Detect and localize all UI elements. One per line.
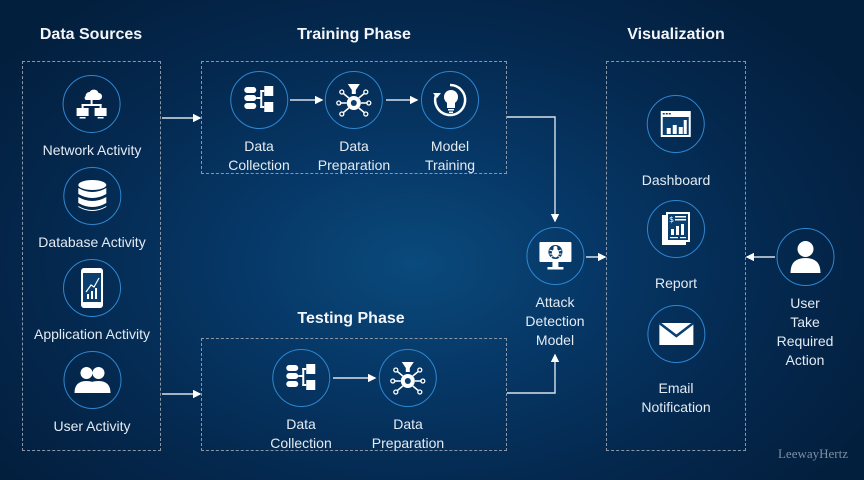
database-icon [62,167,121,225]
node-dashboard: Dashboard [641,95,711,190]
report-icon: $ [647,200,705,258]
mobile-chart-icon [62,259,121,317]
training-data-preparation-label: Data Preparation [317,138,391,173]
training-data-collection-label: Data Collection [228,138,290,173]
data-preparation-icon [324,71,383,129]
node-application-activity: Application Activity [34,259,150,344]
node-attack-detection-model: Attack Detection Model [525,227,585,350]
node-testing-data-collection: Data Collection [270,349,332,453]
application-activity-label: Application Activity [34,326,150,342]
arrow-training-to-model [507,116,560,223]
users-icon [62,351,121,409]
node-training-data-collection: Data Collection [228,71,290,175]
node-training-data-preparation: Data Preparation [318,71,390,175]
network-activity-label: Network Activity [42,142,142,158]
data-sources-box [22,61,161,451]
network-cloud-icon [63,75,121,133]
model-training-label: Model Training [424,138,476,173]
dashboard-chart-icon [647,95,705,153]
node-user-activity: User Activity [53,351,131,436]
testing-data-preparation-label: Data Preparation [371,416,445,451]
watermark: LeewayHertz [777,446,848,461]
lightbulb-cycle-icon [421,71,479,129]
dashboard-label: Dashboard [641,172,711,188]
node-email-notification: Email Notification [641,305,711,417]
svg-text:$: $ [669,215,674,224]
visualization-title: Visualization [627,26,725,43]
testing-phase-box [201,338,507,451]
testing-phase-title: Testing Phase [297,310,405,327]
envelope-icon [646,305,705,363]
arrow-testing-to-model [507,353,560,394]
node-network-activity: Network Activity [42,75,142,160]
user-activity-label: User Activity [53,418,131,434]
training-phase-title: Training Phase [297,26,411,43]
email-notification-label: Email Notification [641,380,711,415]
training-phase-box [201,61,507,174]
node-database-activity: Database Activity [38,167,146,252]
data-collection-icon [271,349,330,407]
visualization-box [606,61,746,451]
node-report: $ Report [647,200,705,293]
user-icon [776,228,834,286]
node-user-action: User Take Required Action [776,228,835,370]
testing-data-collection-label: Data Collection [270,416,332,451]
report-label: Report [654,275,698,291]
attack-detection-model-label: Attack Detection Model [525,294,585,348]
data-preparation-icon [378,349,437,407]
database-activity-label: Database Activity [38,234,146,250]
node-testing-data-preparation: Data Preparation [372,349,444,453]
data-collection-icon [229,71,288,129]
user-action-label: User Take Required Action [776,295,834,368]
data-sources-title: Data Sources [39,26,143,43]
monitor-bug-icon [526,227,584,285]
node-model-training: Model Training [421,71,479,175]
